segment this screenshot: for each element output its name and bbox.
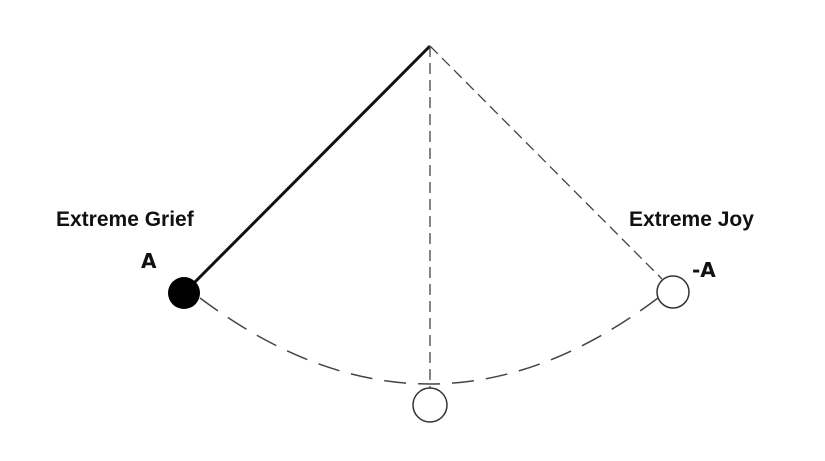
right-title: Extreme Joy [629, 208, 754, 231]
left-title: Extreme Grief [56, 208, 194, 231]
pendulum-string [182, 44, 432, 295]
swing-arc [199, 297, 659, 385]
bob-right [656, 275, 690, 309]
right-amplitude-label: -A [692, 258, 716, 282]
right-string-dashed [429, 45, 663, 280]
bob-bottom [412, 387, 448, 423]
bob-left-filled [168, 277, 200, 309]
left-amplitude-label: A [141, 249, 157, 273]
